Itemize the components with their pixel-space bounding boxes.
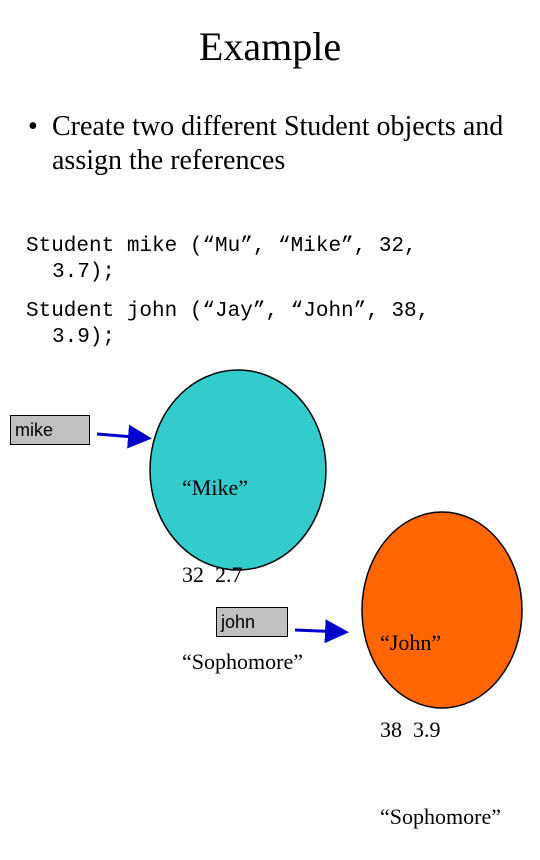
- mike-object-circle: [149, 369, 327, 571]
- bullet-text: Create two different Student objects and…: [52, 111, 504, 176]
- mike-arrow: [96, 424, 152, 449]
- john-reference-box: john: [216, 607, 288, 637]
- code-line-2: 3.7);: [52, 261, 116, 284]
- john-object-name: “John”: [380, 630, 442, 655]
- john-object-fields: “John” 38 3.9 “Sophomore”: [380, 570, 501, 860]
- john-object-circle: [361, 511, 523, 709]
- slide-title: Example: [198, 24, 342, 69]
- mike-reference-box: mike: [10, 415, 90, 445]
- reference-diagram: [96, 369, 523, 709]
- code-line-4: 3.9);: [52, 326, 116, 349]
- bullet-item: • Create two different Student objects a…: [28, 110, 528, 178]
- mike-object-year: “Sophomore”: [182, 649, 303, 674]
- mike-object-values: 32 2.7: [182, 562, 243, 587]
- code-line-3: Student john (“Jay”, “John”, 38,: [26, 300, 430, 323]
- mike-object-fields: “Mike” 32 2.7 “Sophomore”: [182, 415, 303, 705]
- bullet-marker: •: [28, 111, 38, 142]
- code-line-1: Student mike (“Mu”, “Mike”, 32,: [26, 235, 417, 258]
- john-object-values: 38 3.9: [380, 717, 441, 742]
- john-arrow: [294, 619, 349, 644]
- john-object-year: “Sophomore”: [380, 804, 501, 829]
- mike-object-name: “Mike”: [182, 475, 248, 500]
